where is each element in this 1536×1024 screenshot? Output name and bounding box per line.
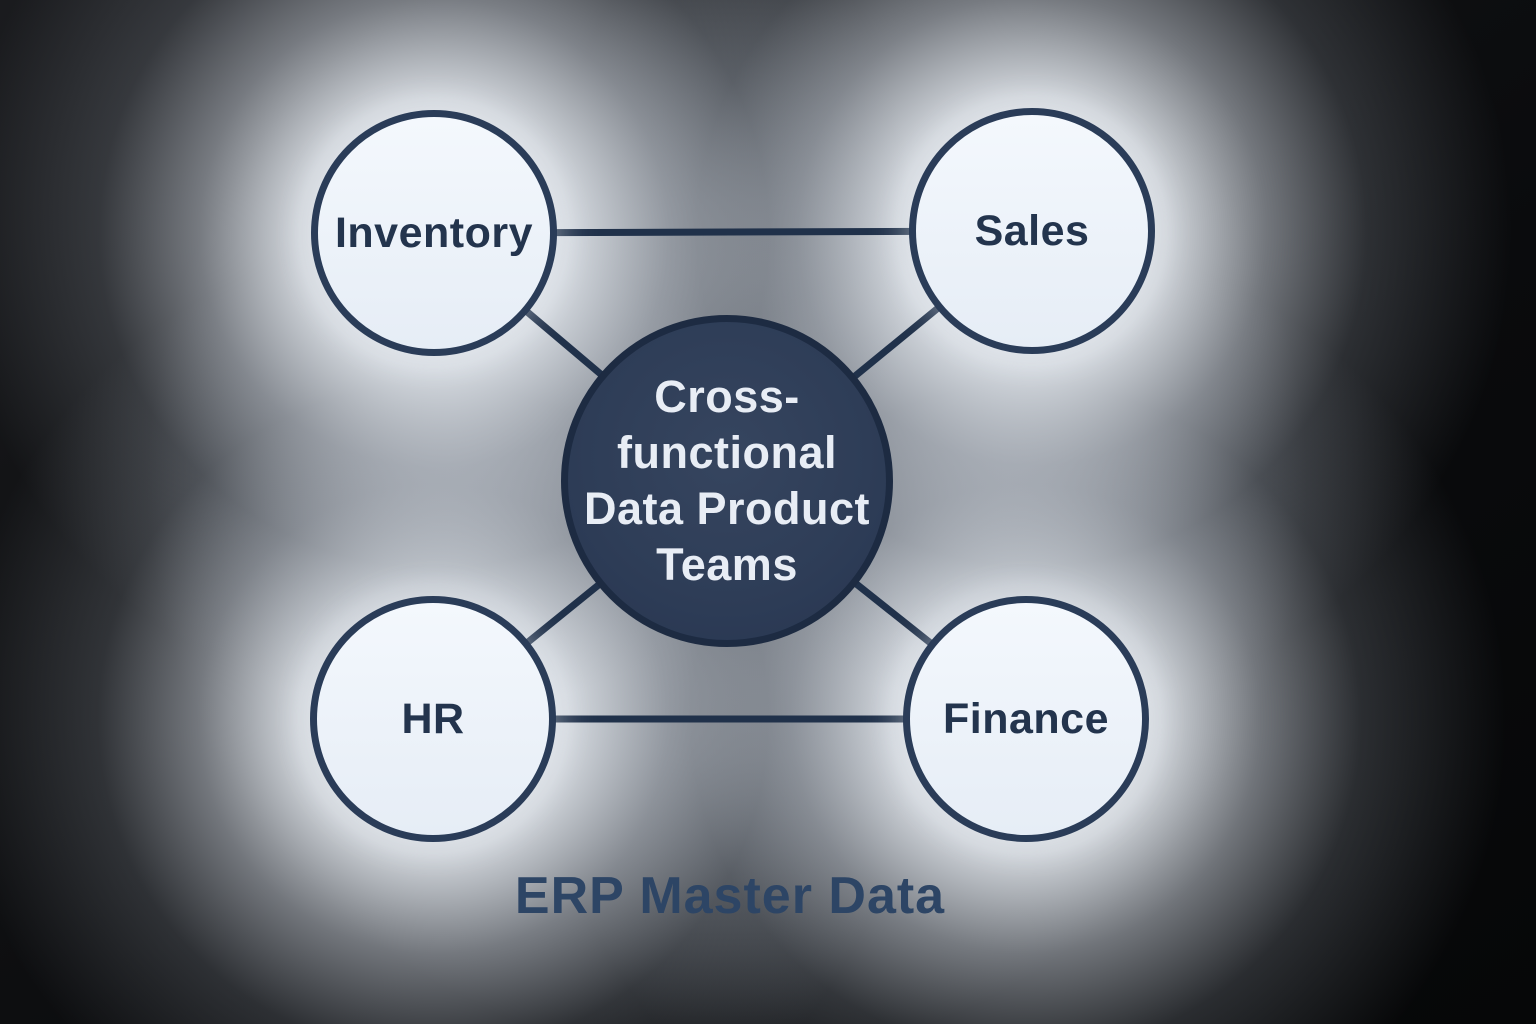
node-center-label-line2: functional <box>617 427 837 478</box>
node-inventory: Inventory <box>311 110 557 356</box>
caption-erp-master-data: ERP Master Data <box>514 867 946 925</box>
node-center-label-line1: Cross- <box>654 371 800 422</box>
node-hr: HR <box>310 596 556 842</box>
node-sales-label: Sales <box>974 206 1090 255</box>
node-sales: Sales <box>909 108 1155 354</box>
node-center-label-line4: Teams <box>656 539 798 590</box>
node-hr-label: HR <box>401 694 465 743</box>
node-inventory-label: Inventory <box>334 208 534 257</box>
node-center-label-line3: Data Product <box>583 483 871 534</box>
node-finance: Finance <box>903 596 1149 842</box>
node-finance-label: Finance <box>943 694 1109 743</box>
node-center-label: Cross- functional Data Product Teams <box>584 369 870 593</box>
node-center-cross-functional-teams: Cross- functional Data Product Teams <box>561 315 893 647</box>
